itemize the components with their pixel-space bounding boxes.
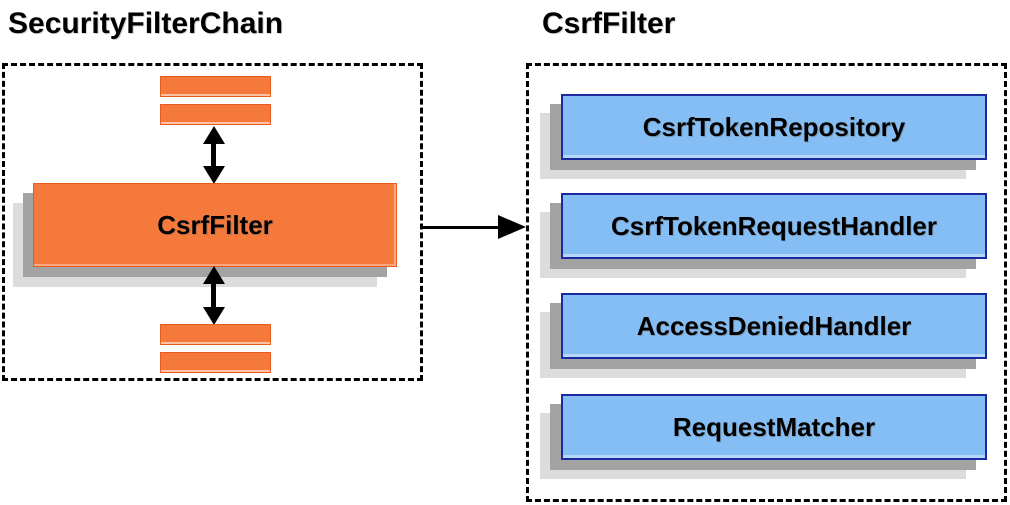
arrow-shaft <box>211 281 216 310</box>
component-node-label: RequestMatcher <box>672 411 876 442</box>
filter-bar <box>160 352 271 373</box>
csrf-filter-panel <box>526 63 1007 502</box>
component-node: CsrfTokenRequestHandler <box>540 193 987 278</box>
filter-bar <box>160 76 271 97</box>
arrow-right-head-icon <box>498 215 526 239</box>
component-node-box: AccessDeniedHandler <box>561 293 987 359</box>
component-node: CsrfTokenRepository <box>540 94 987 179</box>
arrow-up-head-icon <box>203 126 225 144</box>
arrow-down-head-icon <box>203 166 225 184</box>
component-node-box: CsrfTokenRepository <box>561 94 987 160</box>
csrf-filter-node-label: CsrfFilter <box>157 209 273 240</box>
arrow-shaft <box>211 141 216 169</box>
csrf-filter-title: CsrfFilter <box>542 7 676 40</box>
double-headed-arrow-icon <box>203 126 225 184</box>
right-arrow-icon <box>423 215 526 239</box>
component-node-box: RequestMatcher <box>561 394 987 460</box>
csrf-filter-node: CsrfFilter <box>33 183 397 267</box>
component-node-box: CsrfTokenRequestHandler <box>561 193 987 259</box>
component-node-label: CsrfTokenRequestHandler <box>610 210 938 241</box>
component-node-label: CsrfTokenRepository <box>642 111 906 142</box>
arrow-up-head-icon <box>203 266 225 284</box>
arrow-down-head-icon <box>203 307 225 325</box>
security-filter-chain-panel <box>2 63 423 381</box>
security-filter-chain-title: SecurityFilterChain <box>8 7 284 40</box>
component-node-label: AccessDeniedHandler <box>636 310 912 341</box>
component-node: RequestMatcher <box>540 394 987 479</box>
double-headed-arrow-icon <box>203 266 225 325</box>
component-node: AccessDeniedHandler <box>540 293 987 378</box>
arrow-shaft <box>423 226 505 229</box>
filter-bar <box>160 104 271 125</box>
filter-bar <box>160 324 271 345</box>
